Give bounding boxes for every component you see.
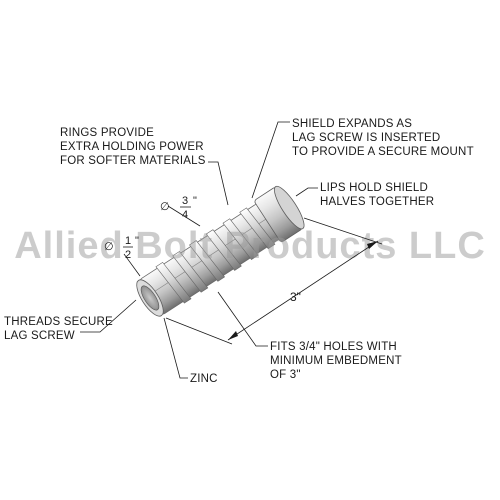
ring [239,207,276,250]
dimension-line [227,240,379,341]
callout-line: FITS 3/4" HOLES WITH [270,341,397,353]
callout-line: HALVES TOGETHER [320,196,434,208]
callout-threads: THREADS SECURE LAG SCREW [4,316,113,342]
diameter-symbol: ∅ [160,201,170,213]
leader-shield [251,121,290,199]
dimension-arrow-left [228,331,238,340]
ring [222,218,259,260]
watermark: Allied Bolt Products LLC [14,225,486,267]
outer-diameter-label: ∅ 3 4 " [160,195,197,221]
callout-line: MINIMUM EMBEDMENT [270,355,402,367]
callout-line: RINGS PROVIDE [60,127,154,139]
callout-zinc: ZINC [190,373,218,385]
callout-line: LAG SCREW [4,330,75,342]
ring [205,229,242,271]
inner-diameter-label: ∅ 1 2 " [104,235,139,261]
callout-lips: LIPS HOLD SHIELD HALVES TOGETHER [320,182,434,208]
callout-line: FOR SOFTER MATERIALS [60,155,206,167]
callout-line: THREADS SECURE [4,316,113,328]
inch-mark: " [193,195,197,207]
ring [189,240,226,282]
inch-mark: " [135,235,139,247]
leader-fits [217,291,268,347]
leader-inner-diameter [123,253,141,277]
callout-line: TO PROVIDE A SECURE MOUNT [292,146,474,158]
leader-threads [80,299,137,333]
extension-line-right [303,217,383,245]
callout-line: LIPS HOLD SHIELD [320,182,428,194]
ring [172,251,209,293]
dimension-arrow-right [367,241,378,249]
anchor-end-cap [273,185,305,230]
leader-lines [80,121,318,379]
leader-lips [295,187,318,197]
callout-shield: SHIELD EXPANDS AS LAG SCREW IS INSERTED … [292,118,474,158]
extension-line-left [165,317,233,345]
anchor-rings [155,207,276,304]
diameter-symbol: ∅ [104,241,114,253]
fraction-numerator: 1 [125,235,131,247]
leader-zinc [163,317,188,379]
anchor-bore [140,285,160,311]
callout-line: SHIELD EXPANDS AS [292,118,412,130]
callout-line: EXTRA HOLDING POWER [60,141,204,153]
leader-outer-diameter [167,205,201,227]
leader-rings [208,161,229,206]
fraction-denominator: 4 [182,209,188,221]
callout-line: LAG SCREW IS INSERTED [292,132,440,144]
ring [155,261,192,304]
length-label: 3" [290,290,301,304]
callout-rings: RINGS PROVIDE EXTRA HOLDING POWER FOR SO… [60,127,206,167]
callout-line: OF 3" [270,369,301,381]
callout-fits: FITS 3/4" HOLES WITH MINIMUM EMBEDMENT O… [270,341,402,381]
length-dimension: 3" [165,217,383,345]
fraction-denominator: 2 [125,249,131,261]
lag-shield-anchor [136,185,305,317]
fraction-numerator: 3 [182,195,188,207]
